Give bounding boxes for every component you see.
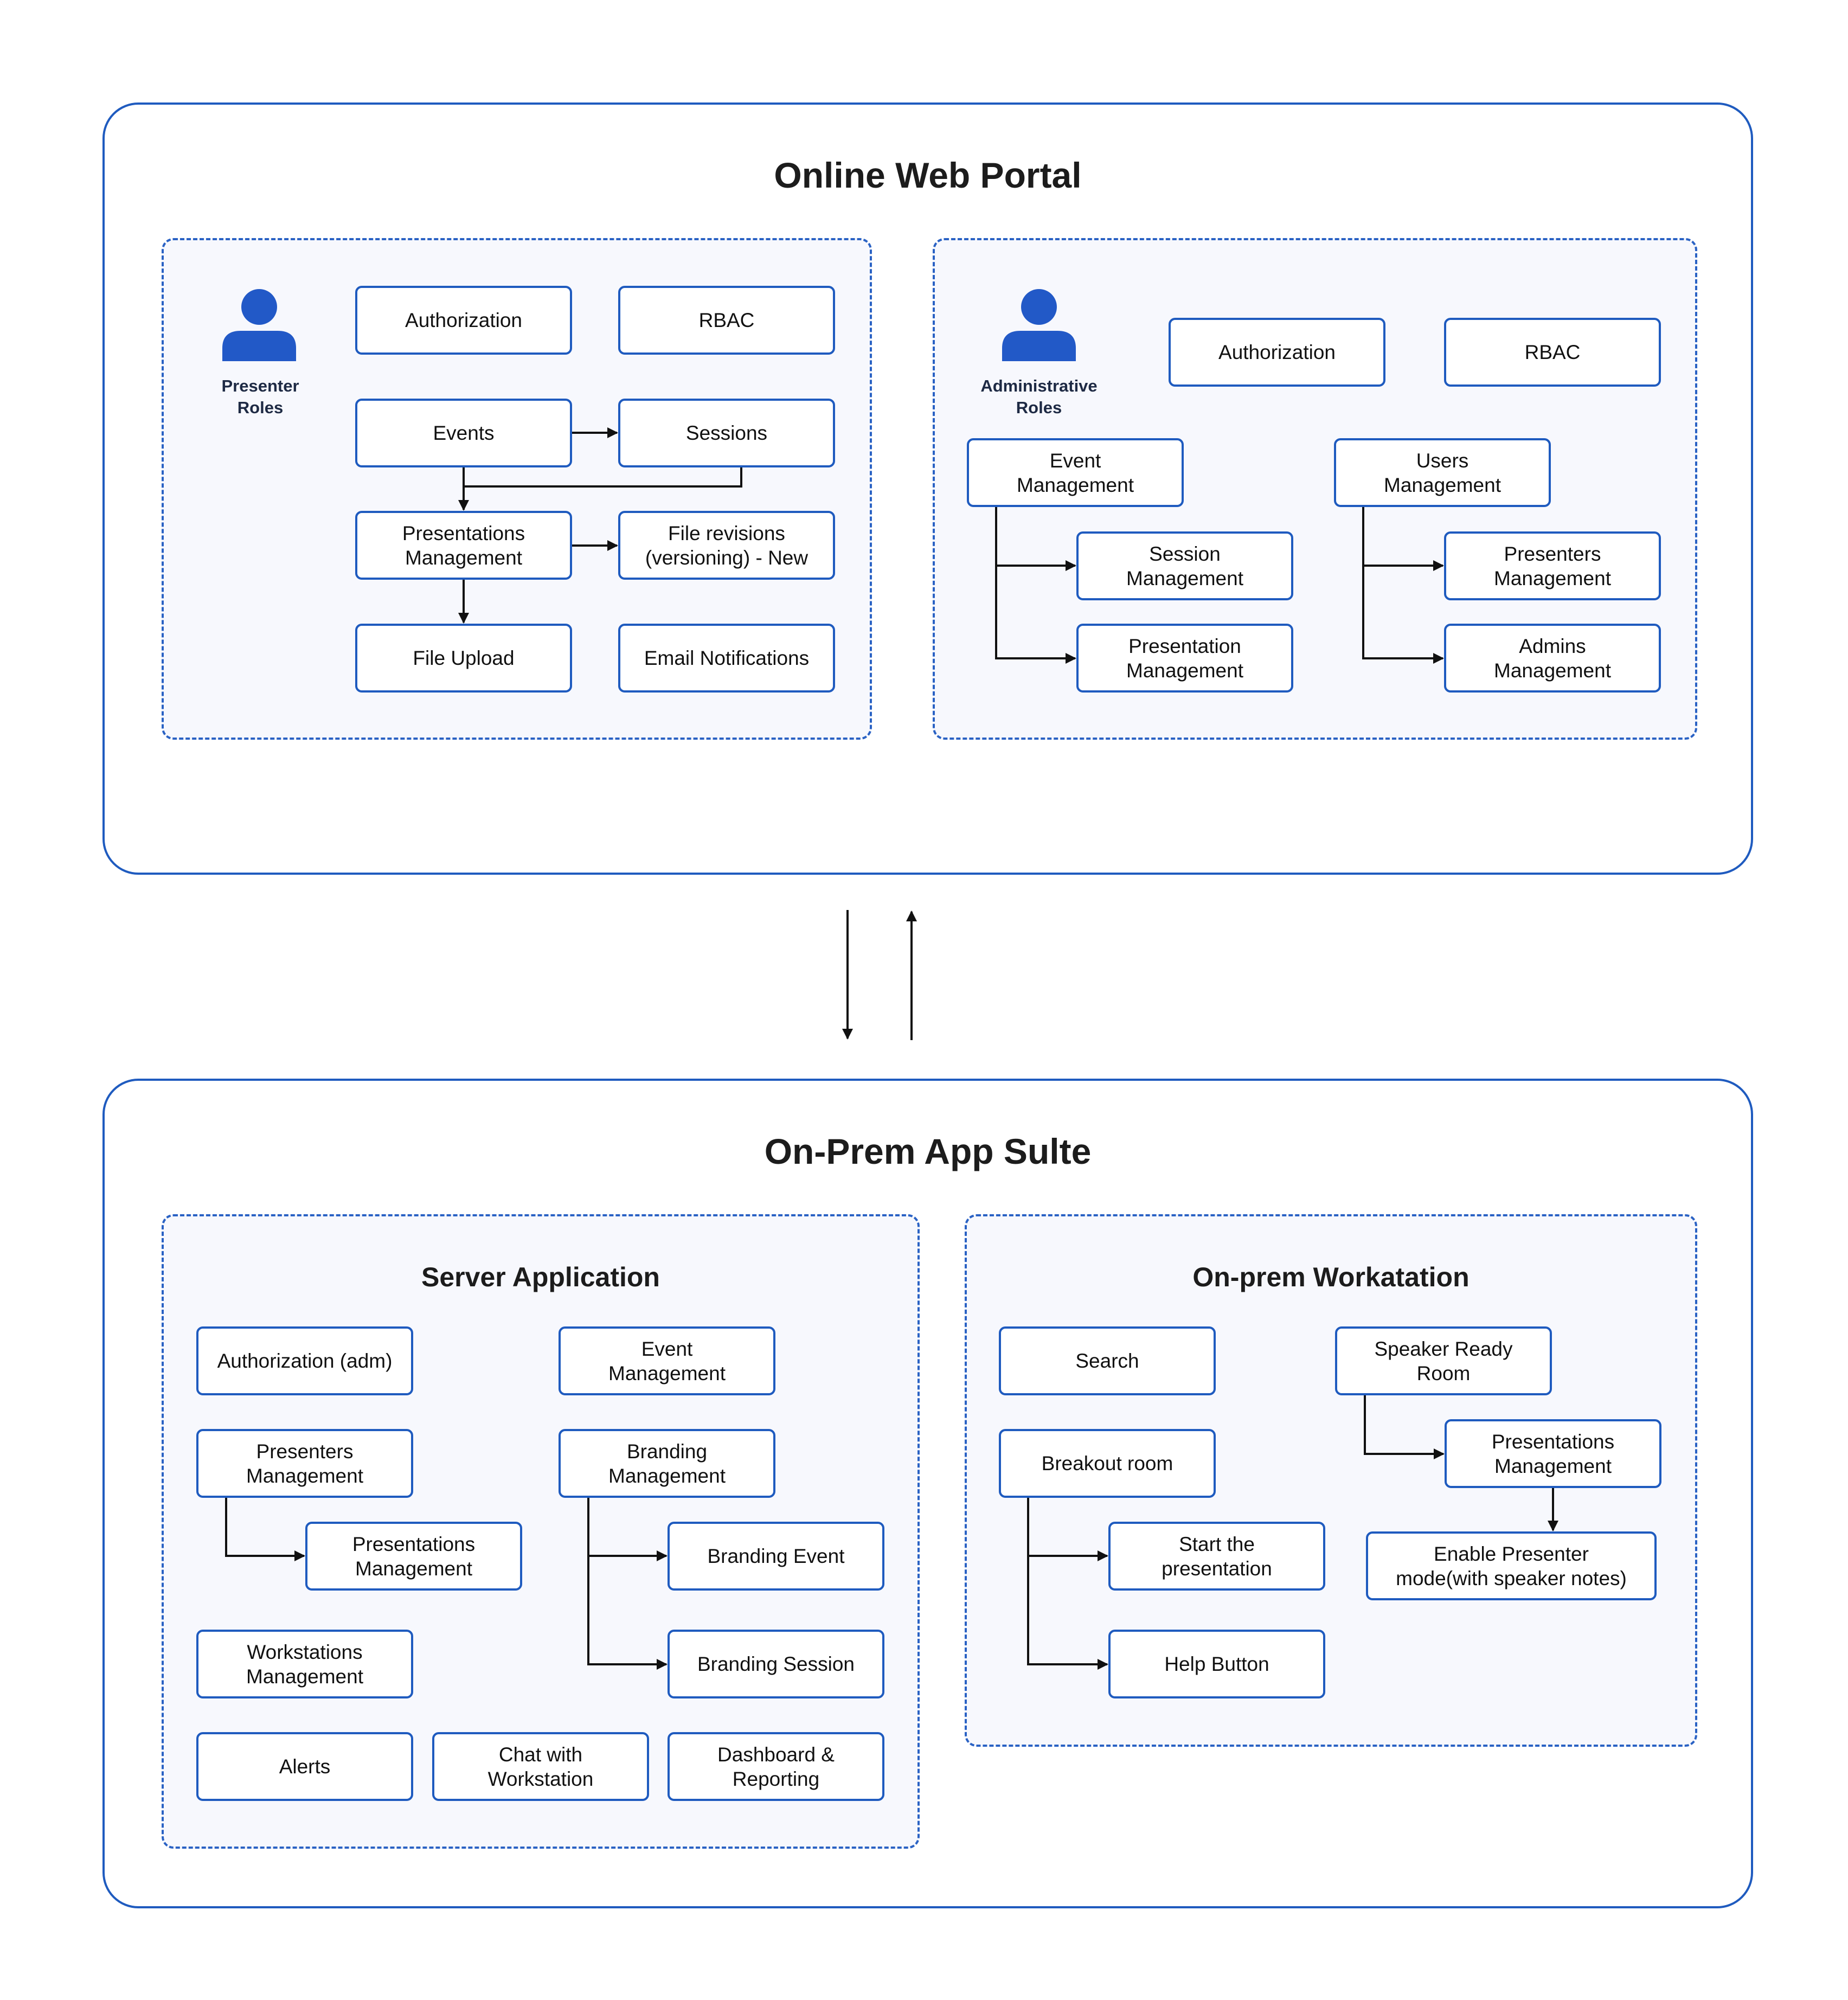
search-box: Search [999,1326,1216,1395]
admins-management-box: Admins Management [1444,624,1661,693]
speaker-ready-room-box: Speaker Ready Room [1335,1326,1552,1395]
workstation-presentations-management-box: Presentations Management [1445,1419,1661,1488]
online-web-portal-title: Online Web Portal [774,155,1082,195]
server-presentations-management-box: Presentations Management [305,1522,522,1591]
branding-event-box: Branding Event [668,1522,884,1591]
alerts-box: Alerts [196,1732,413,1801]
events-box: Events [355,399,572,467]
presentation-management-box: Presentation Management [1076,624,1293,693]
enable-presenter-mode-box: Enable Presenter mode(with speaker notes… [1366,1531,1657,1600]
users-management-box: Users Management [1334,438,1551,507]
administrative-roles-label: Administrative Roles [980,376,1098,417]
presenter-authorization-box: Authorization [355,286,572,355]
server-authorization-box: Authorization (adm) [196,1326,413,1395]
branding-session-box: Branding Session [668,1630,884,1698]
presentations-management-box: Presentations Management [355,511,572,580]
email-notifications-box: Email Notifications [618,624,835,693]
event-management-box: Event Management [967,438,1184,507]
server-event-management-box: Event Management [559,1326,775,1395]
session-management-box: Session Management [1076,531,1293,600]
presenter-rbac-box: RBAC [618,286,835,355]
breakout-room-box: Breakout room [999,1429,1216,1498]
admin-rbac-box: RBAC [1444,318,1661,387]
file-upload-box: File Upload [355,624,572,693]
workstations-management-box: Workstations Management [196,1630,413,1698]
onprem-workstation-title: On-prem Workatation [1192,1262,1470,1292]
help-button-box: Help Button [1108,1630,1325,1698]
sessions-box: Sessions [618,399,835,467]
person-icon [222,289,296,361]
person-icon [1002,289,1076,361]
presenters-management-box: Presenters Management [1444,531,1661,600]
chat-with-workstation-box: Chat with Workstation [432,1732,649,1801]
dashboard-reporting-box: Dashboard & Reporting [668,1732,884,1801]
file-revisions-box: File revisions (versioning) - New [618,511,835,580]
admin-authorization-box: Authorization [1169,318,1385,387]
server-application-title: Server Application [421,1262,660,1292]
branding-management-box: Branding Management [559,1429,775,1498]
start-presentation-box: Start the presentation [1108,1522,1325,1591]
server-presenters-management-box: Presenters Management [196,1429,413,1498]
onprem-app-suite-title: On-Prem App Sulte [764,1131,1092,1171]
presenter-roles-label: Presenter Roles [221,376,299,417]
